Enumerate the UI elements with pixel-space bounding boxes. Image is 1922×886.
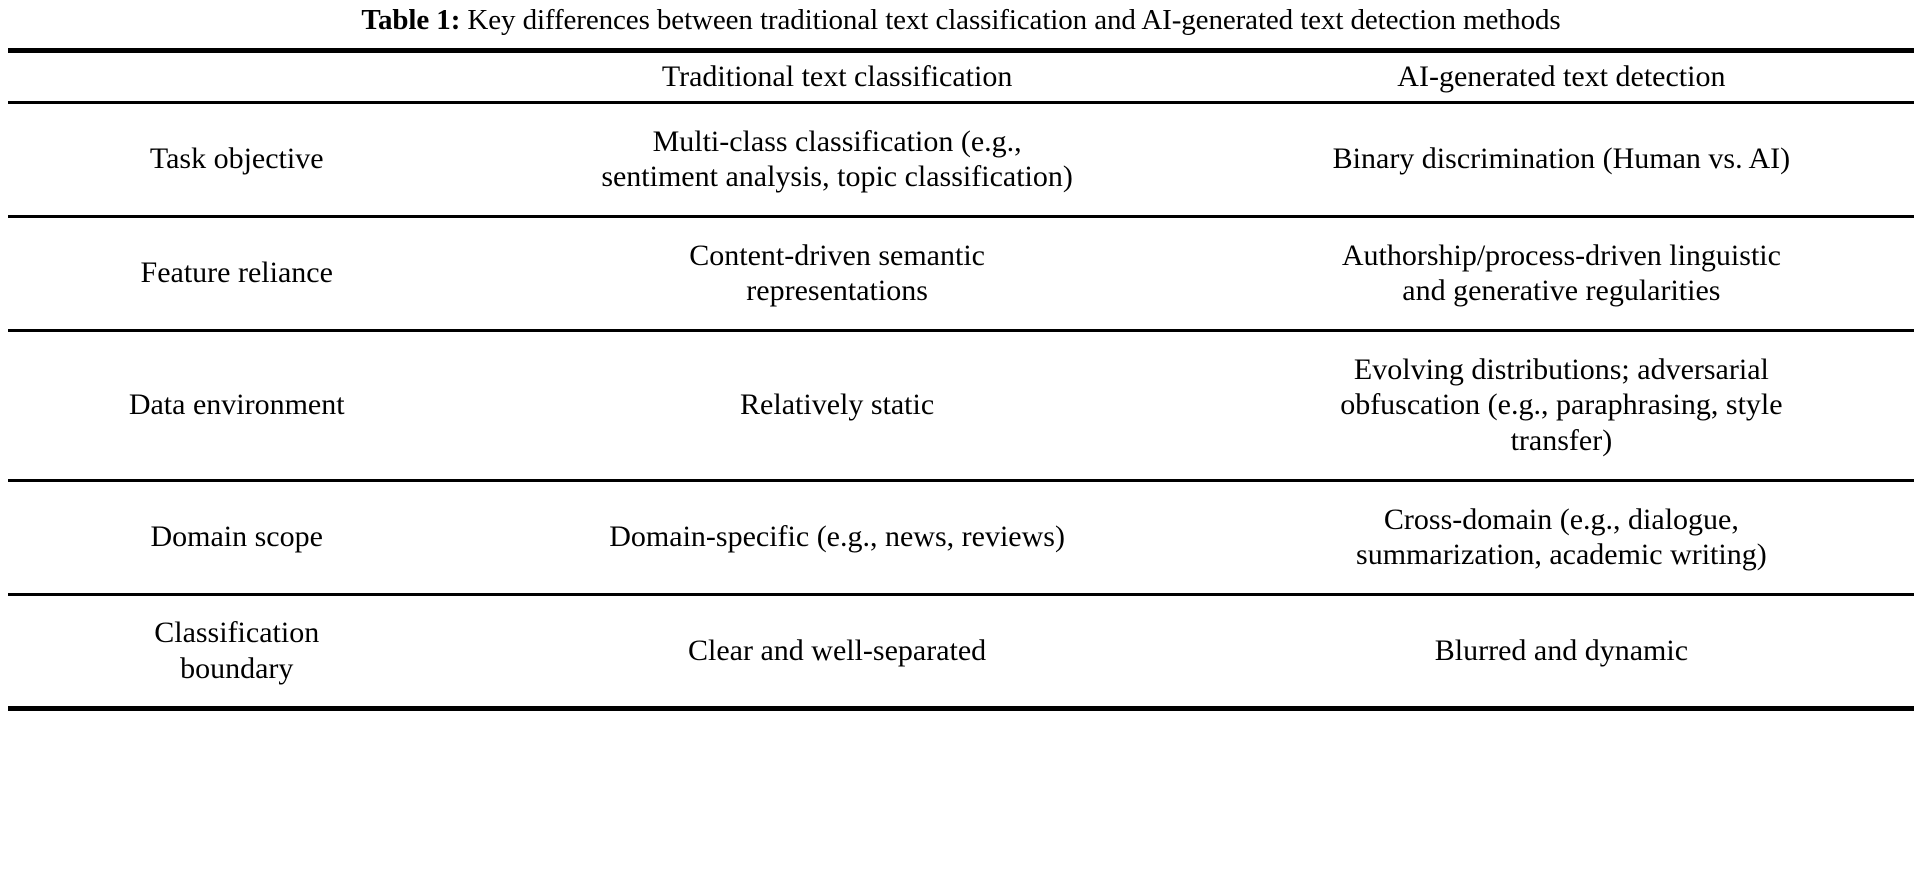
row-traditional-data-environment: Relatively static: [465, 328, 1209, 481]
row-aspect-data-environment: Data environment: [8, 328, 466, 481]
table-row: Domain scope Domain-specific (e.g., news…: [8, 478, 1914, 595]
row-traditional-feature-reliance: Content-driven semantic representations: [465, 214, 1209, 331]
row-ai-task-objective: Binary discrimination (Human vs. AI): [1208, 100, 1914, 217]
row-traditional-task-objective: Multi-class classification (e.g., sentim…: [465, 100, 1209, 217]
header-cell-aspect: [8, 48, 466, 103]
row-ai-data-environment: Evolving distributions; adversarial obfu…: [1208, 328, 1914, 481]
table-caption: Table 1: Key differences between traditi…: [8, 0, 1914, 48]
row-aspect-feature-reliance: Feature reliance: [8, 214, 466, 331]
table-body: Task objective Multi-class classificatio…: [8, 100, 1914, 711]
row-traditional-classification-boundary: Clear and well-separated: [465, 592, 1209, 711]
caption-text: Key differences between traditional text…: [460, 4, 1561, 36]
header-cell-traditional: Traditional text classification: [465, 48, 1209, 103]
row-traditional-domain-scope: Domain-specific (e.g., news, reviews): [465, 478, 1209, 595]
table-row: Task objective Multi-class classificatio…: [8, 100, 1914, 217]
row-ai-domain-scope: Cross-domain (e.g., dialogue, summarizat…: [1208, 478, 1914, 595]
header-cell-ai: AI-generated text detection: [1208, 48, 1914, 103]
row-aspect-classification-boundary: Classification boundary: [8, 592, 466, 711]
row-ai-feature-reliance: Authorship/process-driven linguistic and…: [1208, 214, 1914, 331]
table-row: Feature reliance Content-driven semantic…: [8, 214, 1914, 331]
row-aspect-domain-scope: Domain scope: [8, 478, 466, 595]
row-aspect-task-objective: Task objective: [8, 100, 466, 217]
table-row: Data environment Relatively static Evolv…: [8, 328, 1914, 481]
table-header: Traditional text classification AI-gener…: [8, 48, 1914, 103]
caption-label: Table 1:: [361, 4, 461, 36]
row-ai-classification-boundary: Blurred and dynamic: [1208, 592, 1914, 711]
header-row: Traditional text classification AI-gener…: [8, 48, 1914, 103]
table-row: Classification boundary Clear and well-s…: [8, 592, 1914, 711]
comparison-table: Traditional text classification AI-gener…: [8, 48, 1914, 711]
